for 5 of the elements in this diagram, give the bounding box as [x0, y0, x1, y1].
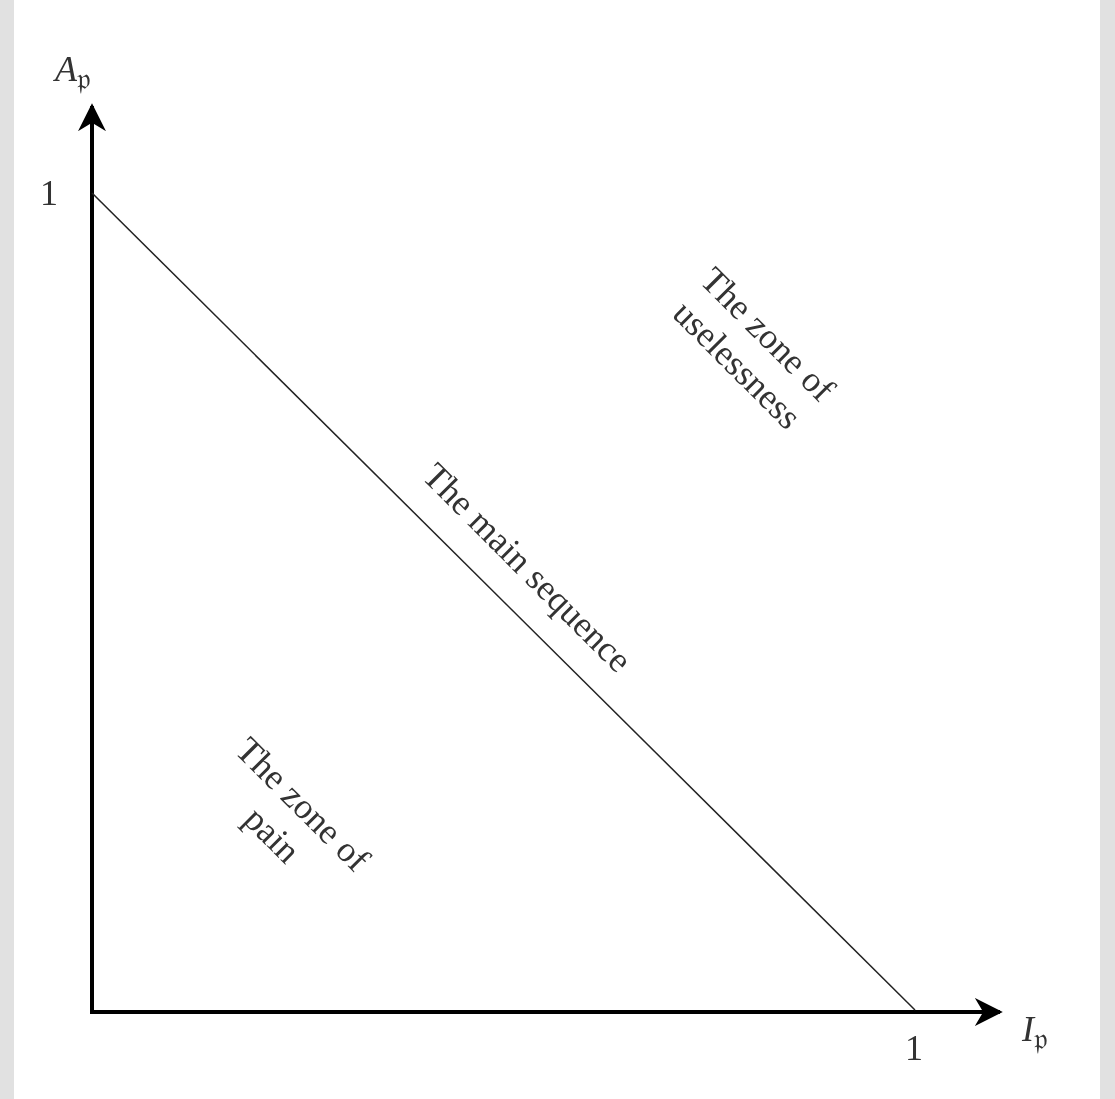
axis-label: I$_{𝔭}$ — [1022, 1008, 1048, 1058]
axis-label: A$_{𝔭}$ — [55, 48, 91, 98]
tick-label: 1 — [40, 172, 58, 214]
tick-label: 1 — [905, 1027, 923, 1069]
region-label: The zone of pain — [226, 728, 379, 882]
